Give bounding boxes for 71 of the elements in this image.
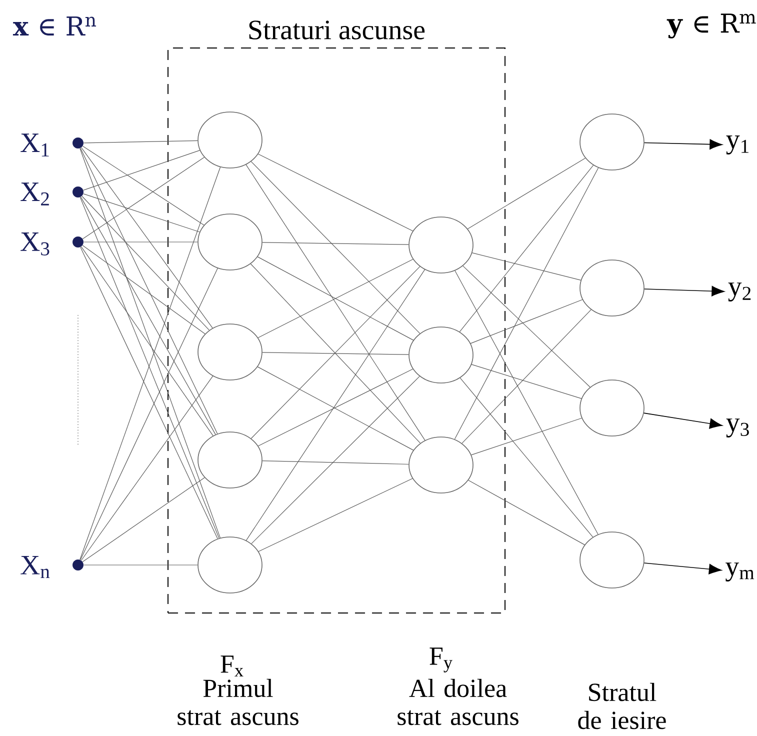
- connection-line: [470, 299, 583, 344]
- layer-caption: Stratul de iesire: [578, 682, 666, 730]
- neuron-circle: [580, 532, 644, 588]
- neuron-circle: [580, 260, 644, 316]
- output-label: y$_{m}$: [725, 562, 754, 582]
- input-label: X$_{1}$: [20, 134, 49, 156]
- connection-line: [460, 378, 594, 538]
- connection-line: [82, 156, 205, 240]
- output-label: y$_{3}$: [726, 418, 749, 438]
- arrow: [644, 412, 722, 429]
- input-label: X$_{n}$: [20, 556, 50, 578]
- input-dot: [72, 560, 84, 570]
- connection-line: [251, 376, 420, 544]
- connection-line: [454, 167, 599, 440]
- neuron-circle: [408, 216, 474, 274]
- connection-line: [258, 478, 413, 552]
- connection-line: [82, 245, 206, 334]
- input-label: X$_{3}$: [20, 232, 50, 256]
- connection-line: [462, 266, 590, 388]
- neuron-circle: [408, 436, 474, 494]
- connection-line: [80, 148, 218, 434]
- input-dot: [72, 186, 84, 198]
- output-space-label: y ∈ R$^{m}$: [666, 14, 756, 38]
- input-label: X$_{2}$: [20, 182, 49, 206]
- connection-line: [250, 161, 420, 334]
- connection-line: [81, 147, 213, 328]
- connection-line: [83, 140, 198, 144]
- connection-line: [246, 164, 426, 441]
- connection-line: [80, 196, 216, 435]
- arrow: [644, 562, 722, 574]
- neuron-circle: [198, 324, 262, 380]
- connection-line: [262, 352, 409, 355]
- connection-line: [467, 158, 586, 230]
- neuron-circle: [198, 112, 262, 168]
- connection-line: [459, 164, 594, 332]
- neuron-circle: [408, 326, 474, 384]
- input-dot: [72, 236, 84, 248]
- connection-line: [262, 460, 409, 465]
- connection-line: [83, 150, 200, 190]
- neuron-circle: [198, 214, 262, 270]
- input-space-label: x ∈ R$^{n}$: [12, 16, 96, 36]
- layer-symbol: F$_{x}$: [220, 656, 244, 676]
- connection-line: [82, 146, 204, 226]
- connection-line: [462, 309, 592, 444]
- connection-line: [82, 196, 210, 330]
- layer-title: Straturi ascunse: [249, 20, 425, 40]
- connection-line: [258, 154, 414, 232]
- neuron-circle: [580, 380, 644, 436]
- neuron-circle: [580, 114, 644, 170]
- layer-caption: Primul strat ascuns: [178, 678, 298, 726]
- output-label: y$_{2}$: [728, 282, 751, 302]
- connection-line: [83, 193, 200, 232]
- connection-line: [454, 270, 598, 535]
- connection-line: [472, 252, 582, 280]
- input-dot: [72, 138, 84, 148]
- connection-line: [81, 376, 214, 561]
- connection-line: [80, 246, 214, 436]
- connection-line: [83, 564, 198, 566]
- arrow: [644, 139, 722, 150]
- layer-symbol: F$_{y}$: [430, 648, 452, 672]
- output-label: y$_{1}$: [726, 136, 748, 154]
- connection-line: [262, 242, 409, 245]
- connection-line: [471, 418, 582, 456]
- connection-line: [468, 480, 585, 546]
- connection-line: [82, 477, 205, 562]
- neuron-circle: [198, 536, 262, 594]
- layer-caption: Al doilea strat ascuns: [398, 678, 518, 726]
- connection-line: [471, 364, 582, 399]
- connection-line: [246, 269, 426, 541]
- neuron-circle: [198, 432, 262, 488]
- arrow: [644, 286, 724, 296]
